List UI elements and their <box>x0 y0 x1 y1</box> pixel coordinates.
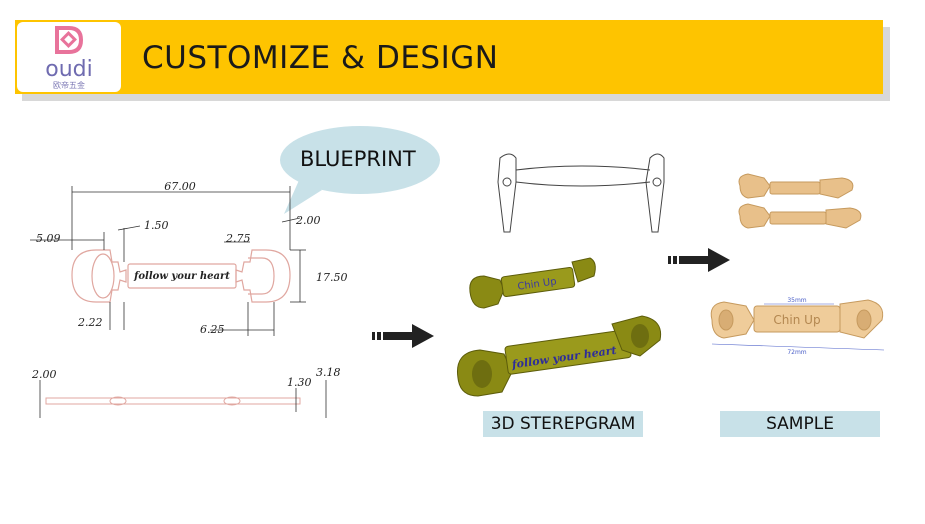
blueprint-bubble <box>280 126 440 214</box>
dimension-lines <box>30 186 306 336</box>
blueprint-label: BLUEPRINT <box>300 147 416 171</box>
logo-graphic: oudi 欧帝五金 <box>45 26 93 90</box>
dim-side-total: 3.18 <box>316 366 341 379</box>
dim-bottom-right: 6.25 <box>200 323 225 336</box>
page-title: CUSTOMIZE & DESIGN <box>142 40 499 76</box>
sample-engraving: Chin Up <box>773 313 820 327</box>
dim-side-thickness: 2.00 <box>31 368 57 381</box>
header-banner <box>15 20 883 94</box>
dim-bottom-left: 2.22 <box>77 316 103 329</box>
logo-subtext: 欧帝五金 <box>53 80 85 90</box>
dim-side-mid: 1.30 <box>287 376 312 389</box>
stereogram-small-piece <box>469 257 596 309</box>
dim-inner: 2.75 <box>225 232 251 245</box>
stereogram-large-piece <box>456 315 662 397</box>
sample-pair-top <box>738 173 862 229</box>
dim-overall-length: 67.00 <box>164 180 196 193</box>
sample-top-measure: 35mm <box>787 297 806 304</box>
stereogram-small-text: Chin Up <box>517 276 557 292</box>
blueprint-top-view <box>71 249 291 303</box>
dim-gap-left: 1.50 <box>144 219 169 232</box>
sample-measure-lines <box>711 303 885 351</box>
sample-bottom-measure: 72mm <box>787 349 806 356</box>
logo-text: oudi <box>45 57 92 82</box>
arrow-right-icon <box>372 324 434 348</box>
sample-label: SAMPLE <box>720 411 880 437</box>
dim-left-offset: 5.09 <box>36 232 61 245</box>
blueprint-side-view <box>39 380 327 418</box>
arrow-right-icon-2 <box>668 248 730 272</box>
company-logo: oudi 欧帝五金 <box>17 22 121 92</box>
sample-large-piece <box>710 299 884 339</box>
dim-right-gap: 2.00 <box>295 214 321 227</box>
blueprint-engraving: follow your heart <box>133 271 230 282</box>
stereogram-label: 3D STEREPGRAM <box>483 411 643 437</box>
dim-height: 17.50 <box>316 271 348 284</box>
wireframe-model <box>497 153 665 233</box>
